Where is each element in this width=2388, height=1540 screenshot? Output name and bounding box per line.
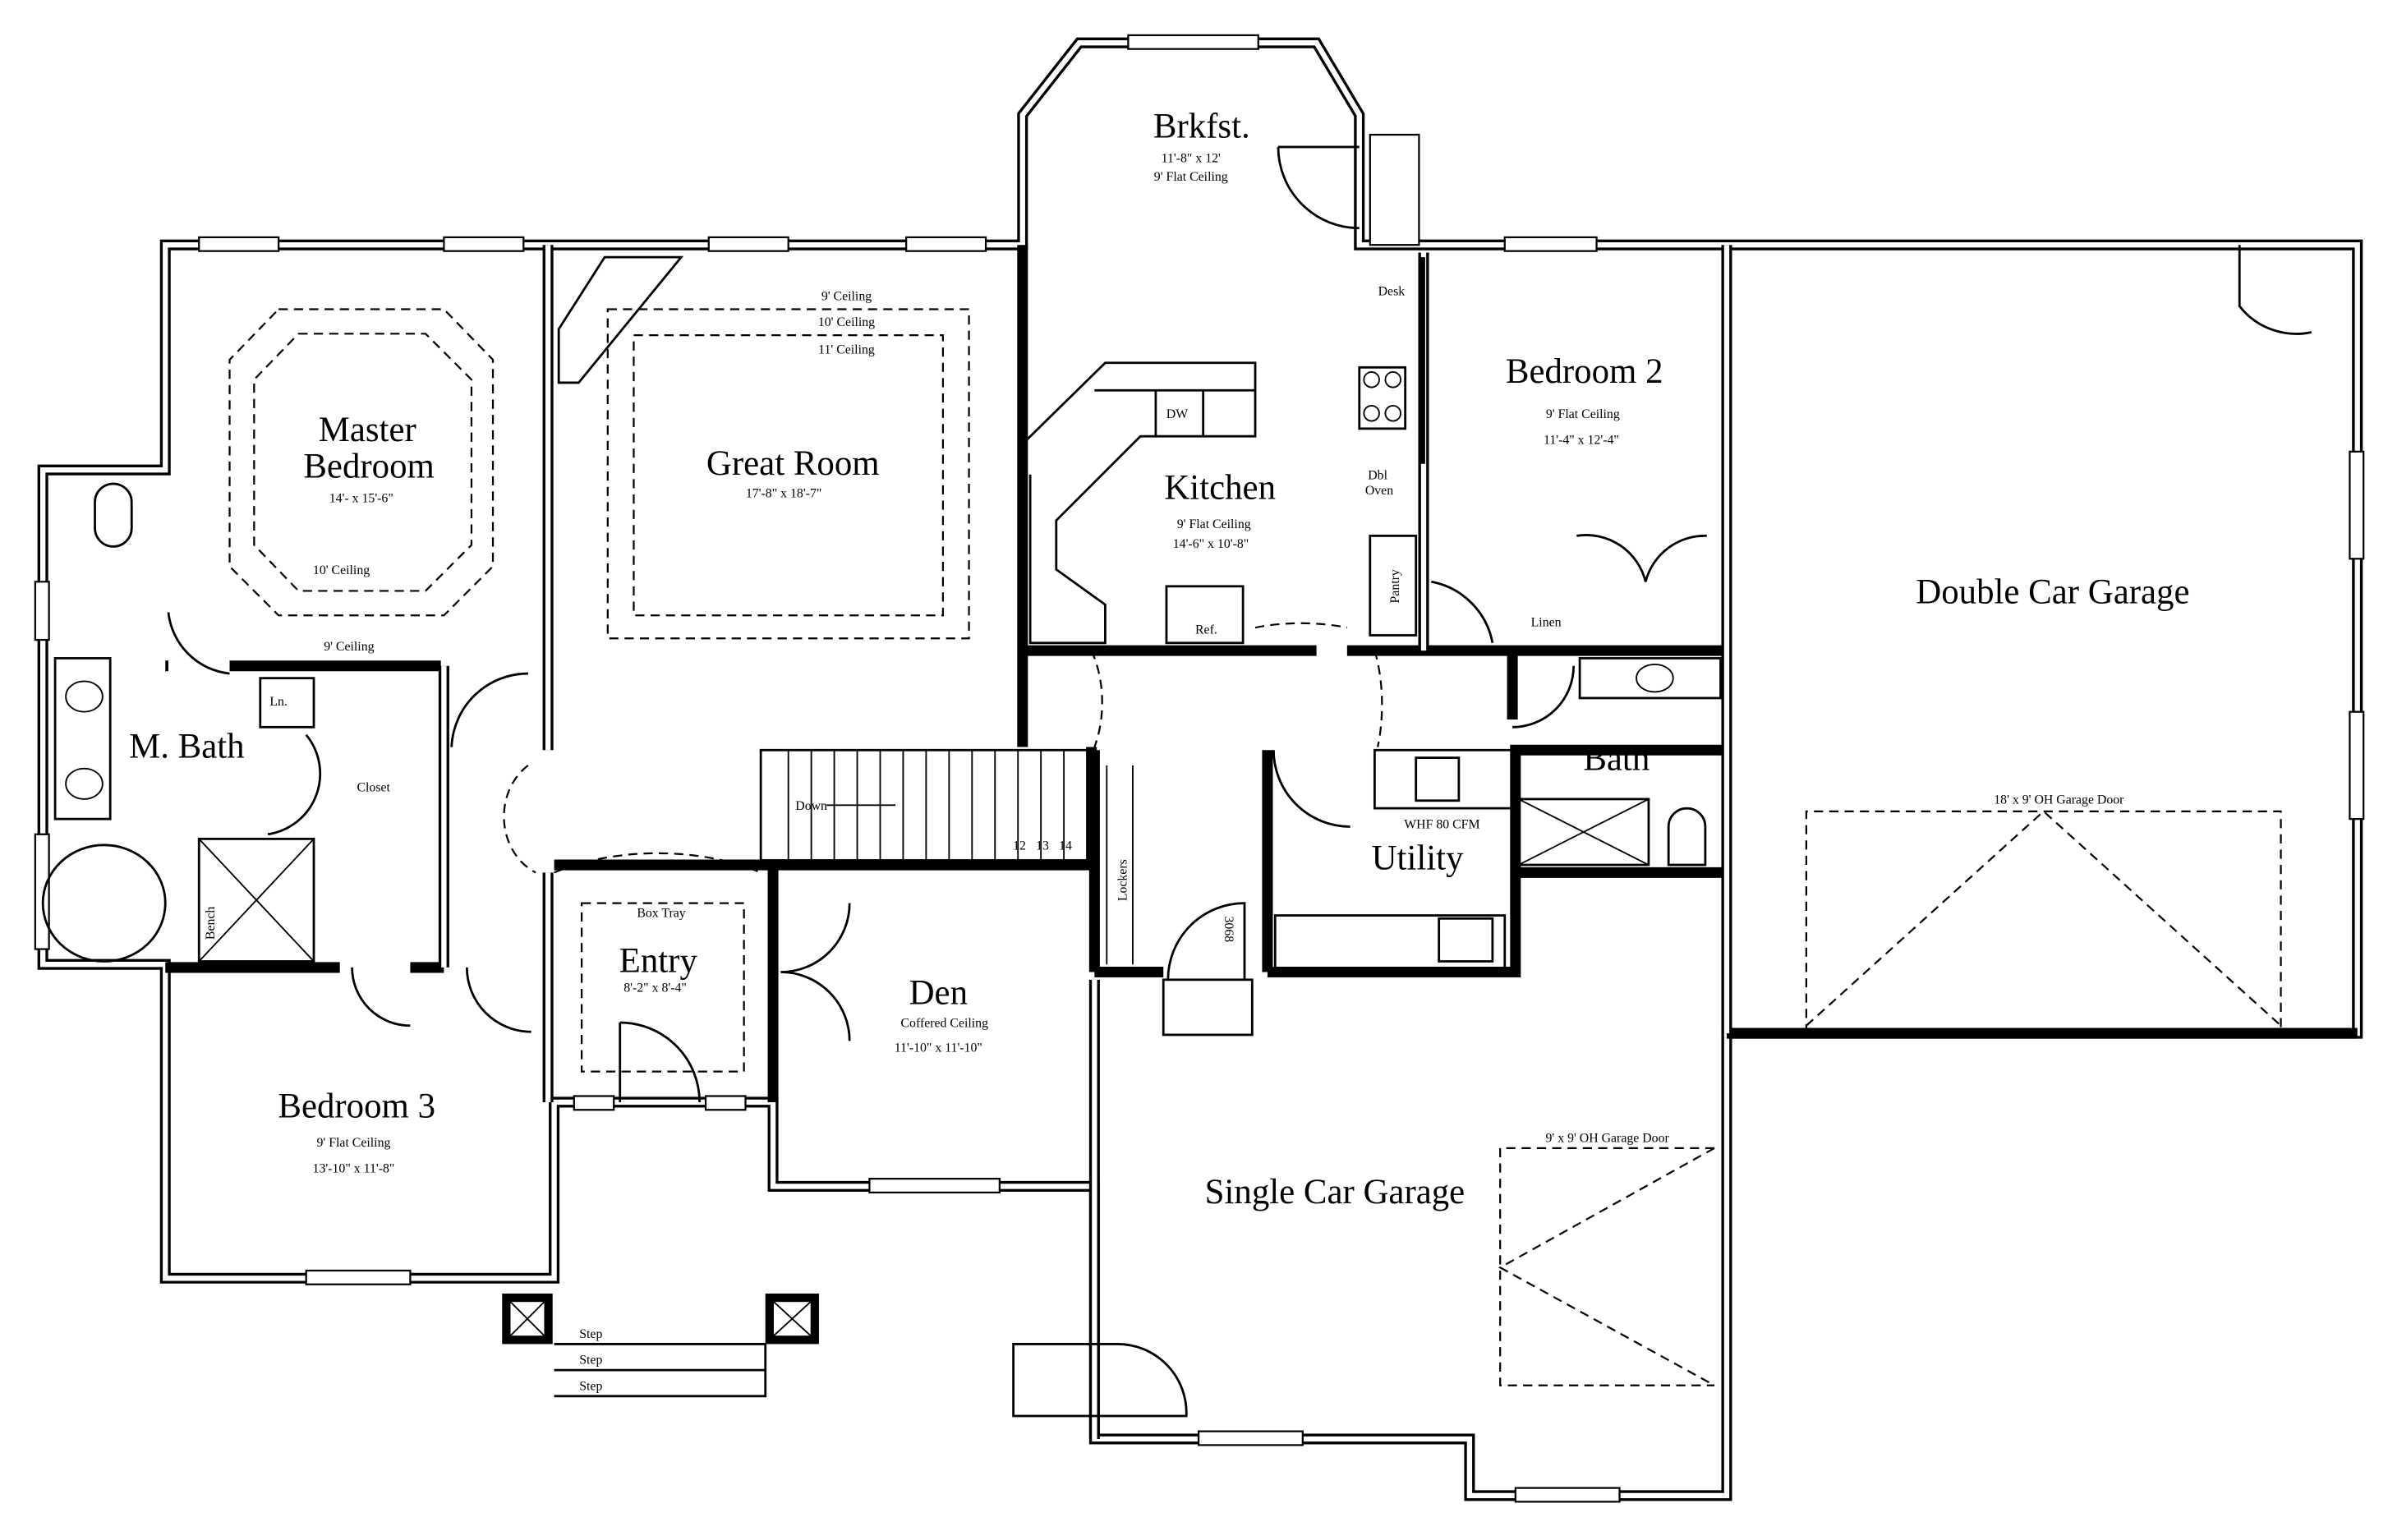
- room-dims-bedroom2: 11'-4" x 12'-4": [1544, 434, 1619, 448]
- room-ceiling-bedroom3: 9' Flat Ceiling: [317, 1136, 391, 1150]
- room-ceiling-master: 10' Ceiling: [313, 563, 370, 577]
- fan-label: WHF 80 CFM: [1404, 817, 1479, 831]
- ceiling-11: 11' Ceiling: [818, 343, 875, 357]
- room-dims-kitchen: 14'-6" x 10'-8": [1173, 537, 1249, 551]
- step-label: Step: [579, 1354, 602, 1368]
- garage-doors: [1498, 810, 2282, 1386]
- doors: [167, 145, 2312, 1418]
- room-label-master-2: Bedroom: [303, 448, 435, 486]
- stair-number: 13: [1036, 839, 1049, 853]
- refrigerator-label: Ref.: [1195, 623, 1217, 637]
- garage-door-label-9x9: 9' x 9' OH Garage Door: [1545, 1131, 1669, 1145]
- kitchen-counters: [41, 257, 1722, 971]
- room-label-bath: Bath: [1583, 739, 1650, 778]
- stair-number: 12: [1013, 839, 1026, 853]
- room-label-master-bath: M. Bath: [129, 728, 244, 766]
- door-code-label: 3068: [1222, 917, 1235, 943]
- interior-walls: [165, 245, 2358, 1439]
- stairs-down-label: Down: [795, 799, 827, 813]
- ceiling-9: 9' Ceiling: [821, 289, 872, 303]
- ceiling-10: 10' Ceiling: [818, 315, 875, 329]
- room-dims-great-room: 17'-8" x 18'-7": [746, 487, 821, 501]
- closet-label: Closet: [357, 781, 390, 795]
- garage-door-label-18x9: 18' x 9' OH Garage Door: [1994, 793, 2124, 807]
- step-label: Step: [579, 1327, 602, 1341]
- linen-closet-label: Ln.: [269, 695, 288, 709]
- dbl-label: Dbl: [1368, 468, 1387, 482]
- room-ceiling-brkfst: 9' Flat Ceiling: [1154, 170, 1228, 184]
- room-label-double-garage: Double Car Garage: [1916, 572, 2189, 611]
- bench-label: Bench: [204, 907, 218, 940]
- room-dims-bedroom3: 13'-10" x 11'-8": [313, 1162, 395, 1176]
- stairs: [759, 748, 1134, 965]
- room-dims-brkfst: 11'-8" x 12': [1162, 152, 1221, 166]
- room-label-kitchen: Kitchen: [1164, 469, 1276, 508]
- step-label: Step: [579, 1379, 602, 1393]
- room-label-bedroom2: Bedroom 2: [1506, 352, 1663, 391]
- room-label-den: Den: [909, 974, 968, 1013]
- ceiling-trays: [228, 255, 970, 1073]
- room-label-master-1: Master: [319, 411, 416, 449]
- room-label-brkfst: Brkfst.: [1153, 108, 1250, 146]
- linen-label: Linen: [1531, 615, 1562, 629]
- room-label-utility: Utility: [1372, 839, 1464, 878]
- room-dims-entry: 8'-2" x 8'-4": [623, 981, 687, 995]
- pantry-label: Pantry: [1388, 569, 1402, 603]
- room-label-single-garage: Single Car Garage: [1205, 1173, 1465, 1211]
- room-ceiling-den: Coffered Ceiling: [900, 1017, 988, 1031]
- room-dims-den: 11'-10" x 11'-10": [895, 1041, 982, 1055]
- room-label-great-room: Great Room: [706, 444, 880, 483]
- room-ceiling-bedroom2: 9' Flat Ceiling: [1546, 407, 1620, 421]
- windows: [34, 34, 2365, 1503]
- room-label-bedroom3: Bedroom 3: [278, 1087, 435, 1126]
- stair-number: 14: [1059, 839, 1072, 853]
- porch: [502, 978, 1254, 1398]
- room-label-entry: Entry: [619, 942, 698, 981]
- room-ceiling-entry: Box Tray: [637, 906, 685, 920]
- desk-label: Desk: [1378, 285, 1406, 299]
- lockers-label: Lockers: [1116, 859, 1130, 901]
- room-dims-master: 14'- x 15'-6": [329, 491, 393, 505]
- oven-label: Oven: [1365, 484, 1393, 498]
- room-ceiling-kitchen: 9' Flat Ceiling: [1177, 517, 1251, 531]
- dishwasher-label: DW: [1166, 407, 1188, 421]
- hall-ceiling: 9' Ceiling: [324, 640, 374, 654]
